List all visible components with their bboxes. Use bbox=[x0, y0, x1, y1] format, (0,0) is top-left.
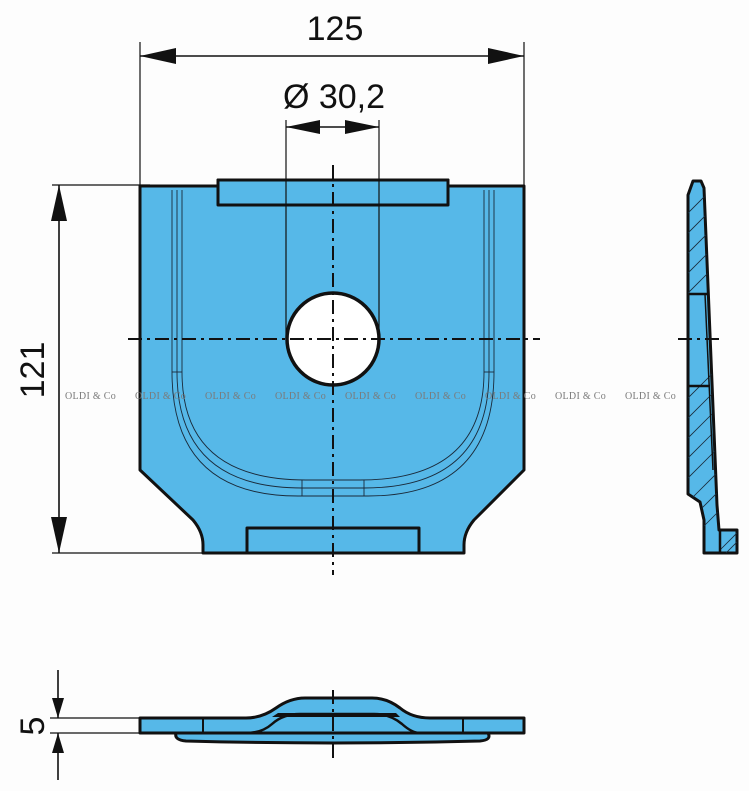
bottom-tab bbox=[245, 526, 421, 555]
watermark: OLDI & Co bbox=[135, 391, 186, 402]
dimension-width: 125 bbox=[139, 10, 525, 186]
height-label: 121 bbox=[14, 342, 52, 399]
bottom-section-view bbox=[138, 690, 526, 760]
groove-mid bbox=[176, 190, 490, 489]
front-view bbox=[128, 165, 540, 575]
watermark: OLDI & Co bbox=[65, 391, 116, 402]
watermark: OLDI & Co bbox=[625, 391, 676, 402]
watermark: OLDI & Co bbox=[275, 391, 326, 402]
watermark-row: OLDI & Co OLDI & Co OLDI & Co OLDI & Co … bbox=[65, 391, 676, 402]
watermark: OLDI & Co bbox=[555, 391, 606, 402]
side-profile bbox=[686, 179, 739, 555]
watermark: OLDI & Co bbox=[485, 391, 536, 402]
dimension-thickness: 5 bbox=[14, 670, 140, 780]
watermark: OLDI & Co bbox=[205, 391, 256, 402]
watermark: OLDI & Co bbox=[345, 391, 396, 402]
hole-diameter-label: Ø 30,2 bbox=[283, 78, 385, 116]
groove-inner bbox=[181, 190, 485, 481]
thickness-label: 5 bbox=[14, 717, 52, 736]
dimension-height: 121 bbox=[14, 184, 203, 554]
watermark: OLDI & Co bbox=[415, 391, 466, 402]
dimension-hole: Ø 30,2 bbox=[283, 78, 385, 339]
side-section-view bbox=[678, 179, 739, 555]
width-label: 125 bbox=[307, 10, 364, 48]
